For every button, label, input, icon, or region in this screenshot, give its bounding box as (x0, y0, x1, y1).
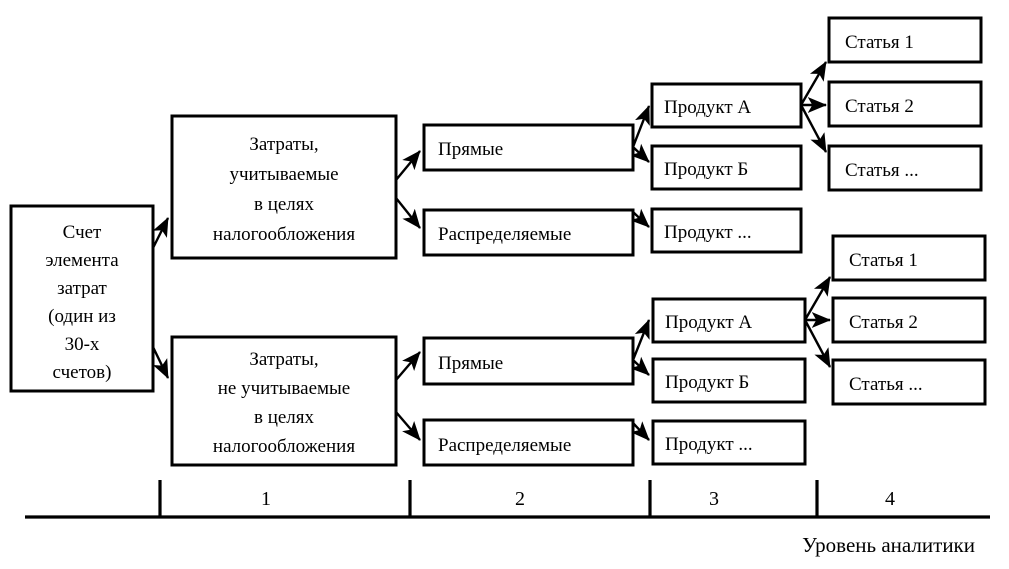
node-product-b-lower[interactable]: Продукт Б (651, 357, 807, 404)
root-line-1: Счет (63, 222, 102, 243)
node-direct-lower[interactable]: Прямые (422, 336, 635, 386)
edge-root-to-taxable (151, 217, 170, 249)
nontaxable-line-2: не учитываемые (218, 378, 350, 399)
edge-product-a-lower-to-item-other (803, 319, 832, 368)
item-2-lower-label: Статья 2 (849, 312, 918, 333)
node-allocated-upper[interactable]: Распределяемые (422, 208, 635, 257)
product-a-lower-label: Продукт А (665, 312, 752, 333)
axis-level-label-2: 2 (515, 488, 525, 510)
axis-caption: Уровень аналитики (802, 533, 975, 557)
allocated-upper-label: Распределяемые (438, 224, 571, 245)
taxable-line-1: Затраты, (249, 134, 318, 155)
edge-nontaxable-to-direct-lower (395, 351, 421, 381)
edge-taxable-to-allocated-upper (395, 197, 421, 229)
edge-taxable-to-direct-upper (395, 150, 421, 181)
product-other-upper-label: Продукт ... (664, 222, 752, 243)
node-product-a-lower[interactable]: Продукт А (651, 297, 807, 344)
node-product-b-upper[interactable]: Продукт Б (650, 144, 803, 191)
node-product-a-upper[interactable]: Продукт А (650, 82, 803, 129)
edge-root-to-nontaxable (151, 346, 170, 379)
edge-product-a-upper-to-item-other (799, 104, 828, 153)
node-product-other-upper[interactable]: Продукт ... (650, 207, 803, 254)
edge-allocated-upper-to-product-other (630, 208, 650, 228)
direct-lower-label: Прямые (438, 353, 503, 374)
connector-group (151, 61, 832, 441)
product-b-lower-label: Продукт Б (665, 372, 749, 393)
item-1-lower-label: Статья 1 (849, 250, 918, 271)
node-cost-element-account[interactable]: Счет элемента затрат (один из 30-х счето… (9, 204, 155, 393)
edge-direct-upper-to-product-b (630, 143, 650, 163)
item-other-upper-label: Статья ... (845, 160, 919, 181)
taxable-line-4: налогообложения (213, 224, 355, 245)
node-item-other-upper[interactable]: Статья ... (827, 144, 983, 192)
node-nontaxable-costs[interactable]: Затраты, не учитываемые в целях налогооб… (170, 335, 398, 467)
taxable-line-3: в целях (254, 194, 315, 215)
edge-nontaxable-to-allocated-lower (395, 411, 421, 441)
item-other-lower-label: Статья ... (849, 374, 923, 395)
node-allocated-lower[interactable]: Распределяемые (422, 418, 635, 467)
node-item-other-lower[interactable]: Статья ... (831, 358, 987, 406)
edge-direct-lower-to-product-b (630, 356, 650, 376)
node-item-2-upper[interactable]: Статья 2 (827, 80, 983, 128)
direct-upper-label: Прямые (438, 139, 503, 160)
node-direct-upper[interactable]: Прямые (422, 123, 635, 172)
item-2-upper-label: Статья 2 (845, 96, 914, 117)
product-a-upper-label: Продукт А (664, 97, 751, 118)
nontaxable-line-1: Затраты, (249, 349, 318, 370)
axis-level-label-4: 4 (885, 488, 895, 510)
edge-product-a-lower-to-item-1 (803, 276, 832, 321)
edge-direct-upper-to-product-a (631, 105, 651, 148)
product-b-upper-label: Продукт Б (664, 159, 748, 180)
taxable-line-2: учитываемые (229, 164, 338, 185)
root-line-6: счетов) (53, 362, 112, 383)
item-1-upper-label: Статья 1 (845, 32, 914, 53)
analytics-level-axis: 1 2 3 4 Уровень аналитики (25, 480, 990, 557)
edge-direct-lower-to-product-a (631, 319, 651, 361)
node-item-1-lower[interactable]: Статья 1 (831, 234, 987, 282)
axis-level-label-1: 1 (261, 488, 271, 510)
product-other-lower-label: Продукт ... (665, 434, 753, 455)
edge-allocated-lower-to-product-other (630, 421, 650, 441)
edge-product-a-upper-to-item-1 (799, 61, 828, 106)
root-line-2: элемента (45, 250, 119, 271)
root-line-4: (один из (48, 306, 116, 327)
node-product-other-lower[interactable]: Продукт ... (651, 419, 807, 466)
axis-level-label-3: 3 (709, 488, 719, 510)
root-line-3: затрат (57, 278, 107, 299)
node-taxable-costs[interactable]: Затраты, учитываемые в целях налогооблож… (170, 114, 398, 260)
node-item-2-lower[interactable]: Статья 2 (831, 296, 987, 344)
node-item-1-upper[interactable]: Статья 1 (827, 16, 983, 64)
allocated-lower-label: Распределяемые (438, 435, 571, 456)
nontaxable-line-4: налогообложения (213, 436, 355, 457)
root-line-5: 30-х (65, 334, 100, 355)
nontaxable-line-3: в целях (254, 407, 315, 428)
